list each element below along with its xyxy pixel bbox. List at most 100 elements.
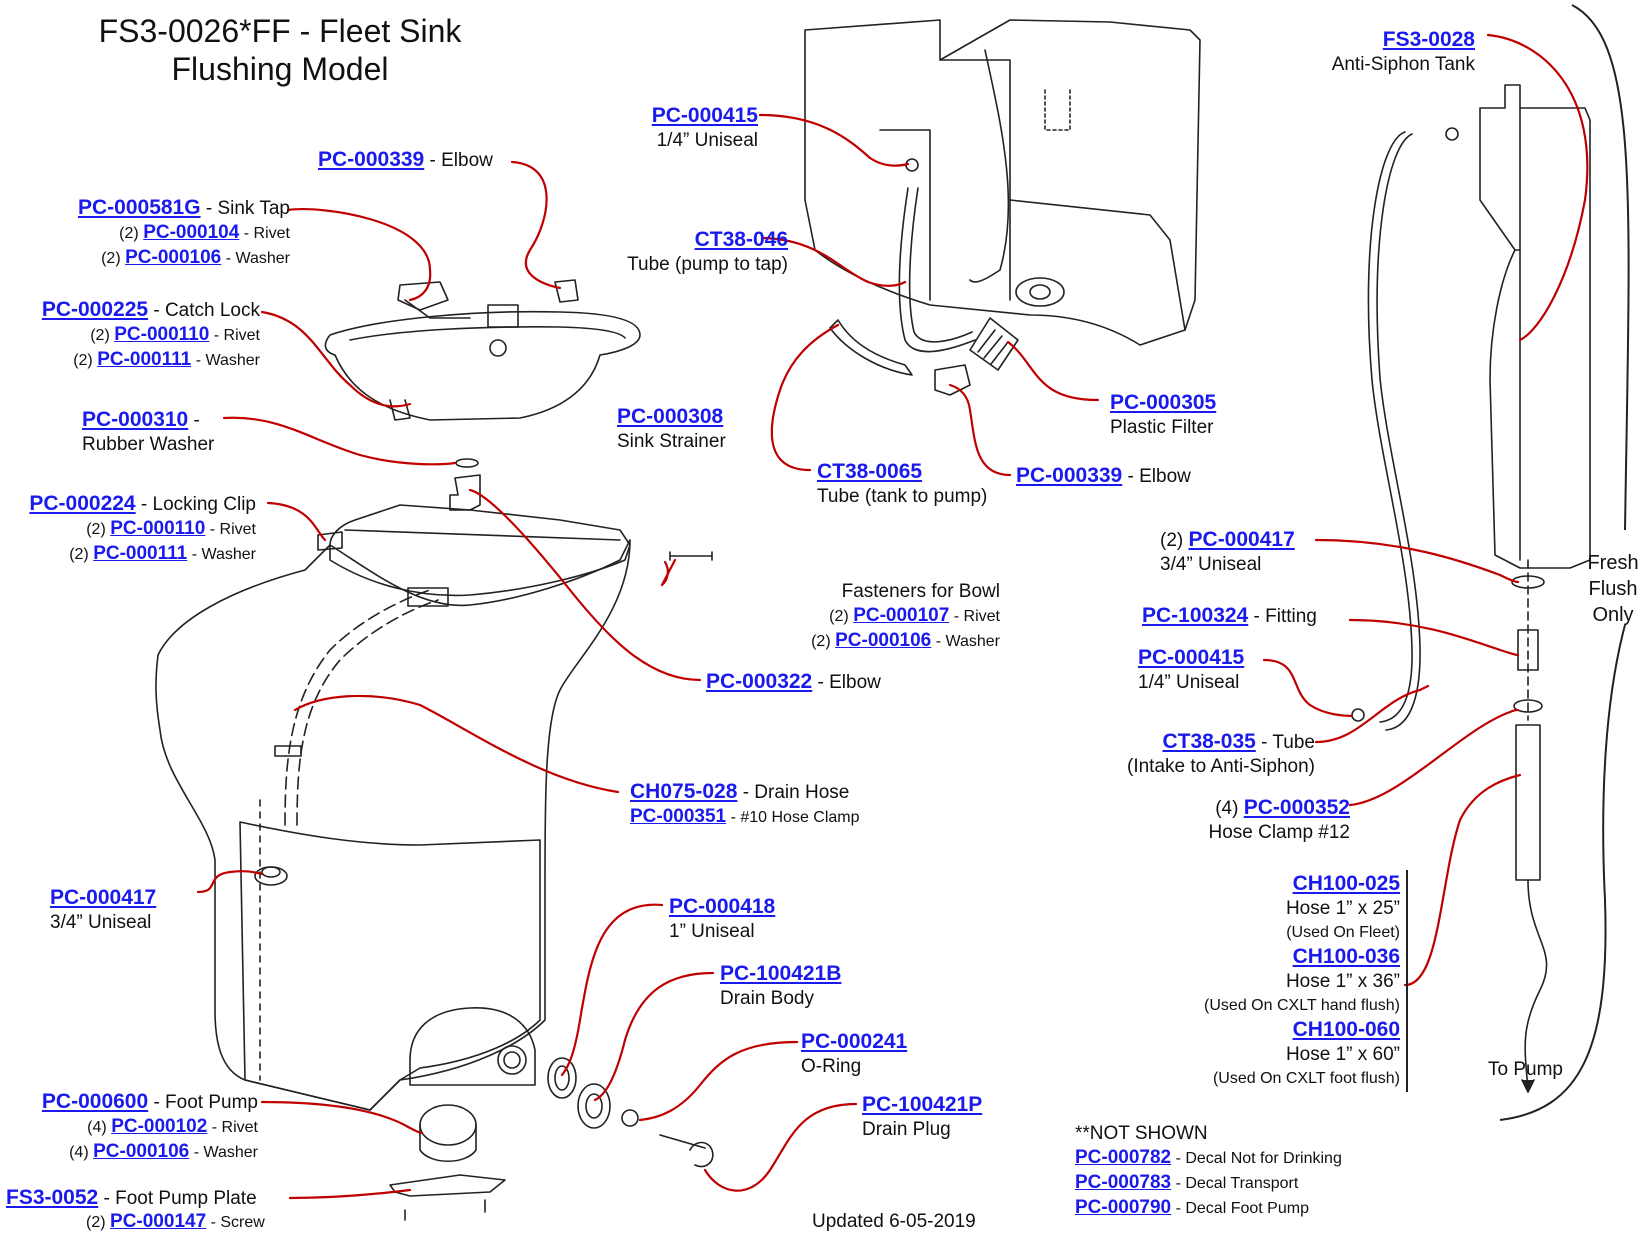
label-o-ring: PC-000241 O-Ring [801,1030,908,1077]
tube-tank-pump [829,319,913,376]
label-uniseal-415-right: PC-000415 1/4” Uniseal [1138,646,1245,693]
label-tube-pump-tap: CT38-046 Tube (pump to tap) [627,228,788,275]
label-hoses: CH100-025 Hose 1” x 25” (Used On Fleet) … [1204,872,1400,1087]
label-foot-pump: PC-000600 - Foot Pump (4) PC-000102 - Ri… [41,1090,258,1162]
label-to-pump: To Pump [1488,1059,1563,1080]
not-shown-heading: **NOT SHOWN [1075,1123,1208,1144]
label-elbow-339-top: PC-000339 - Elbow [318,148,493,171]
part-link[interactable]: PC-000110 [110,518,206,539]
part-link[interactable]: PC-000225 [41,298,149,321]
part-link[interactable]: PC-000111 [97,349,192,370]
part-link[interactable]: PC-000782 [1075,1147,1172,1168]
part-link[interactable]: PC-000790 [1075,1197,1172,1218]
updated-date: Updated 6-05-2019 [812,1211,976,1232]
part-link[interactable]: CH100-036 [1292,945,1400,968]
part-link[interactable]: PC-100421P [862,1093,983,1116]
label-sink-strainer: PC-000308 Sink Strainer [617,405,726,452]
part-link[interactable]: PC-000305 [1110,391,1217,414]
label-rubber-washer: PC-000310 - Rubber Washer [82,408,215,455]
label-foot-pump-plate-sub: (2) PC-000147 - Screw [86,1211,265,1232]
part-link[interactable]: PC-000783 [1075,1172,1172,1193]
part-link[interactable]: PC-100421B [720,962,842,985]
part-link[interactable]: PC-000106 [93,1141,190,1162]
label-fitting: PC-100324 - Fitting [1142,604,1317,627]
rubber-washer-shape [455,458,479,468]
label-fresh-flush-only: Fresh Flush Only [1587,552,1639,626]
cabinet-rim [329,504,631,597]
part-link[interactable]: PC-100324 [1142,604,1249,627]
part-link[interactable]: CT38-035 [1162,730,1256,753]
part-link[interactable]: PC-000322 [706,670,813,693]
part-link[interactable]: PC-000600 [41,1090,149,1113]
part-link[interactable]: PC-000102 [111,1116,208,1137]
fitting-shape [1517,629,1539,671]
label-anti-siphon-tank: FS3-0028 Anti-Siphon Tank [1331,28,1475,75]
label-uniseal-417-right: (2) PC-000417 3/4” Uniseal [1160,528,1295,575]
tank-body [804,19,1201,346]
cabinet-body [155,539,631,1111]
foot-pump-plate-shape [389,1174,506,1197]
label-sink-tap: PC-000581G - Sink Tap (2) PC-000104 - Ri… [78,196,290,268]
part-link[interactable]: CH100-025 [1292,872,1400,895]
part-link[interactable]: CH075-028 [630,780,738,803]
sink-tap [397,281,449,311]
part-link[interactable]: PC-000104 [143,222,240,243]
label-locking-clip: PC-000224 - Locking Clip (2) PC-000110 -… [29,492,256,564]
part-link[interactable]: CH100-060 [1292,1018,1400,1041]
hose-clamp-shape [1513,699,1543,713]
foot-pump-shape [419,1104,477,1146]
part-link[interactable]: PC-000581G [78,196,201,219]
side-uniseal [497,1045,527,1075]
label-tube-intake: CT38-035 - Tube (Intake to Anti-Siphon) [1127,730,1315,777]
drain-plug-shape [659,1134,714,1168]
part-link[interactable]: PC-000111 [93,543,188,564]
label-foot-pump-plate: FS3-0052 - Foot Pump Plate [6,1186,257,1209]
hose-shape [1515,724,1541,881]
diagram-title: FS3-0026*FF - Fleet Sink Flushing Model [80,12,480,88]
tank-outlet [1015,277,1065,307]
label-elbow-339-mid: PC-000339 - Elbow [1016,464,1191,487]
part-link[interactable]: PC-000110 [114,324,210,345]
label-drain-hose: CH075-028 - Drain Hose PC-000351 - #10 H… [630,780,860,827]
part-link[interactable]: PC-000351 [630,806,727,827]
label-plastic-filter: PC-000305 Plastic Filter [1110,391,1217,438]
label-drain-body: PC-100421B Drain Body [720,962,842,1009]
part-link[interactable]: PC-000352 [1243,796,1350,819]
sink-bowl [324,310,641,421]
part-link[interactable]: PC-000308 [617,405,724,428]
part-link[interactable]: PC-000415 [1138,646,1245,669]
part-link[interactable]: FS3-0028 [1382,28,1475,51]
drain-body-shape [577,1083,611,1129]
label-uniseal-415-top: PC-000415 1/4” Uniseal [651,104,758,151]
label-catch-lock: PC-000225 - Catch Lock (2) PC-000110 - R… [41,298,260,370]
part-link[interactable]: PC-000106 [125,247,222,268]
part-link[interactable]: PC-000107 [853,605,950,626]
part-link[interactable]: CT38-0065 [817,460,923,483]
plastic-filter-shape [969,317,1019,371]
part-link[interactable]: PC-000415 [651,104,758,127]
part-link[interactable]: PC-000418 [669,895,776,918]
part-link[interactable]: PC-000339 [318,148,425,171]
part-link[interactable]: PC-000106 [835,630,932,651]
brackets [1406,4,1630,1121]
intake-tube [1367,131,1413,723]
part-link[interactable]: CT38-046 [694,228,788,251]
part-link[interactable]: PC-000339 [1016,464,1123,487]
tube-pump-tap [898,187,976,353]
part-link[interactable]: PC-000310 [82,408,189,431]
label-tube-tank-pump: CT38-0065 Tube (tank to pump) [817,460,988,507]
part-link[interactable]: PC-000417 [50,886,157,909]
leader-lines [196,33,1589,1200]
part-link[interactable]: PC-000417 [1188,528,1295,551]
cabinet-front-panel [239,821,541,1111]
top-elbow [554,279,579,303]
title-line-2: Flushing Model [171,51,389,87]
part-link[interactable]: PC-000147 [110,1211,207,1232]
part-link[interactable]: PC-000241 [801,1030,908,1053]
part-link[interactable]: FS3-0052 [6,1186,99,1209]
uniseal-418-shape [547,1057,577,1099]
part-link[interactable]: PC-000224 [29,492,136,515]
not-shown-list: **NOT SHOWN PC-000782 - Decal Not for Dr… [1075,1123,1342,1218]
label-uniseal-417-left: PC-000417 3/4” Uniseal [50,886,157,933]
